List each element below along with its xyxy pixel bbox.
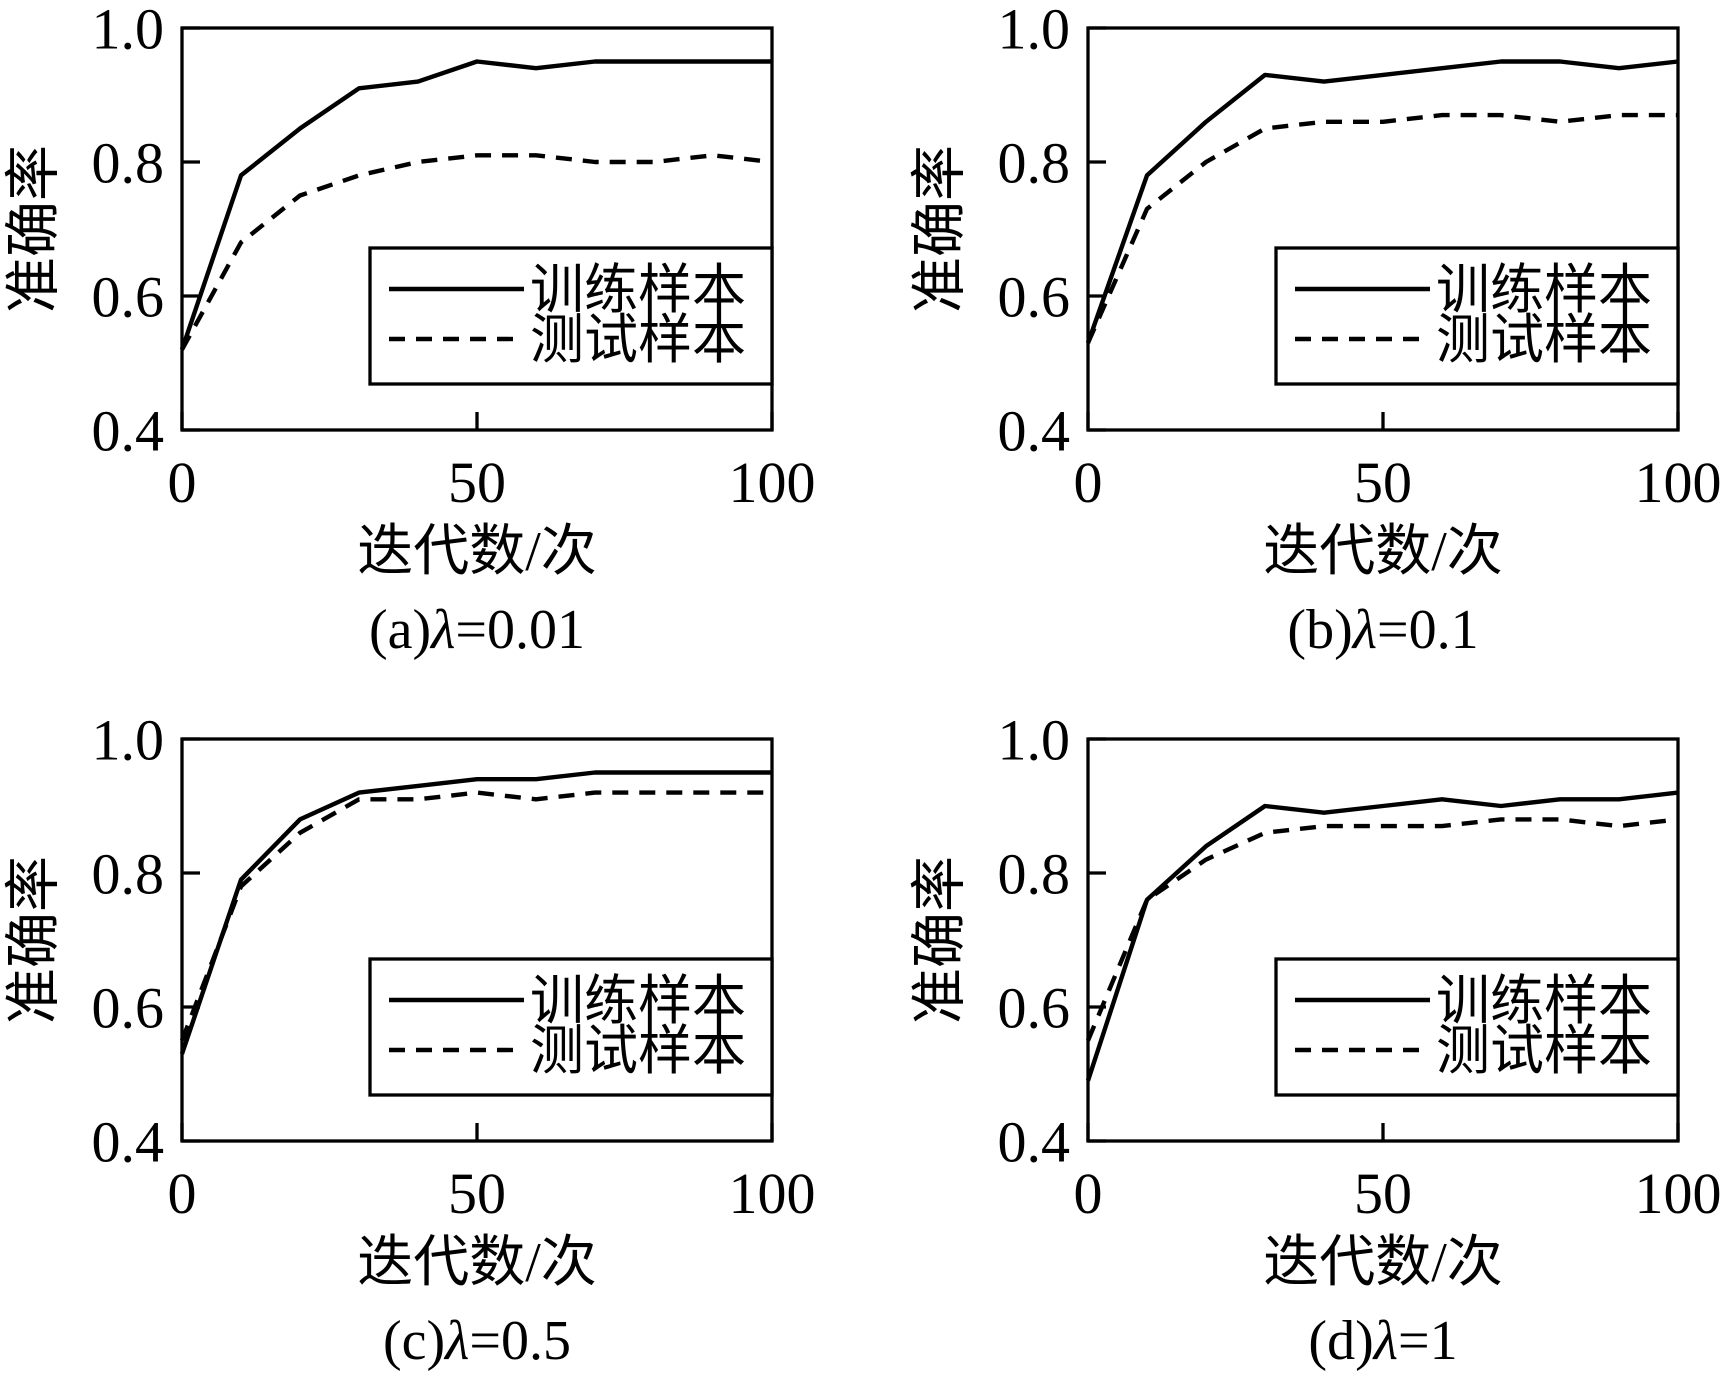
y-axis-label: 准确率 [910,145,972,313]
y-axis-label: 准确率 [4,856,66,1024]
x-tick-label: 0 [1074,450,1103,515]
series-line-train [179,770,772,1055]
series-line-test [1085,112,1678,344]
series-line-train [1085,59,1679,344]
x-tick-label: 0 [168,450,197,515]
y-tick-label: 0.6 [998,975,1071,1040]
y-tick-label: 0.6 [998,264,1071,329]
y-tick-label: 0.4 [998,1109,1071,1174]
legend-label-test: 测试样本 [1436,310,1652,370]
y-tick-label: 1.0 [92,0,165,61]
x-axis-label: 迭代数/次 [357,521,597,583]
y-tick-label: 1.0 [998,707,1071,772]
legend-label-train: 训练样本 [1436,971,1652,1031]
x-tick-label: 100 [1635,1161,1722,1226]
panel-caption: (d)λ=1 [1308,1310,1457,1372]
x-tick-label: 0 [168,1161,197,1226]
y-tick-label: 0.4 [998,398,1071,463]
x-tick-label: 50 [448,1161,506,1226]
y-tick-label: 0.4 [92,1109,165,1174]
caption-symbol: λ [1351,599,1377,661]
series-line-train [1085,790,1679,1082]
panel-caption: (c)λ=0.5 [383,1310,571,1372]
x-tick-label: 50 [1354,1161,1412,1226]
x-tick-label: 0 [1074,1161,1103,1226]
x-axis-label: 迭代数/次 [1263,521,1503,583]
legend-label-train: 训练样本 [530,260,746,320]
caption-value: =0.1 [1377,599,1479,661]
caption-prefix: (d) [1308,1310,1373,1372]
legend-box [368,957,774,1097]
caption-value: =1 [1398,1310,1458,1372]
legend-label-train: 训练样本 [1436,260,1652,320]
panel-caption: (a)λ=0.01 [369,599,585,661]
y-tick-label: 1.0 [998,0,1071,61]
legend-label-test: 测试样本 [530,310,746,370]
caption-prefix: (a) [369,599,431,661]
y-tick-label: 0.6 [92,975,165,1040]
series-line-test [180,153,773,351]
legend-box [1274,957,1680,1097]
y-tick-label: 1.0 [92,707,165,772]
series-line-train [179,59,772,351]
x-tick-label: 50 [448,450,506,515]
legend-box [1274,246,1680,386]
x-tick-label: 100 [729,1161,816,1226]
x-axis-label: 迭代数/次 [1263,1232,1503,1294]
x-tick-label: 100 [1635,450,1722,515]
y-tick-label: 0.8 [92,841,165,906]
legend-label-train: 训练样本 [530,971,746,1031]
y-tick-label: 0.4 [92,398,165,463]
legend-label-test: 测试样本 [530,1021,746,1081]
y-axis-label: 准确率 [4,145,66,313]
y-tick-label: 0.8 [998,130,1071,195]
y-tick-label: 0.8 [92,130,165,195]
x-axis-label: 迭代数/次 [357,1232,597,1294]
series-line-test [179,790,772,1042]
series-line-test [1085,817,1679,1042]
caption-prefix: (c) [383,1310,445,1372]
y-axis-label: 准确率 [910,856,972,1024]
caption-symbol: λ [1372,1310,1398,1372]
y-tick-label: 0.6 [92,264,165,329]
x-tick-label: 100 [729,450,816,515]
caption-value: =0.01 [455,599,585,661]
legend-label-test: 测试样本 [1436,1021,1652,1081]
caption-symbol: λ [429,599,455,661]
y-tick-label: 0.8 [998,841,1071,906]
caption-prefix: (b) [1287,599,1352,661]
legend-box [368,246,774,386]
caption-value: =0.5 [469,1310,571,1372]
caption-symbol: λ [443,1310,469,1372]
panel-caption: (b)λ=0.1 [1287,599,1478,661]
x-tick-label: 50 [1354,450,1412,515]
